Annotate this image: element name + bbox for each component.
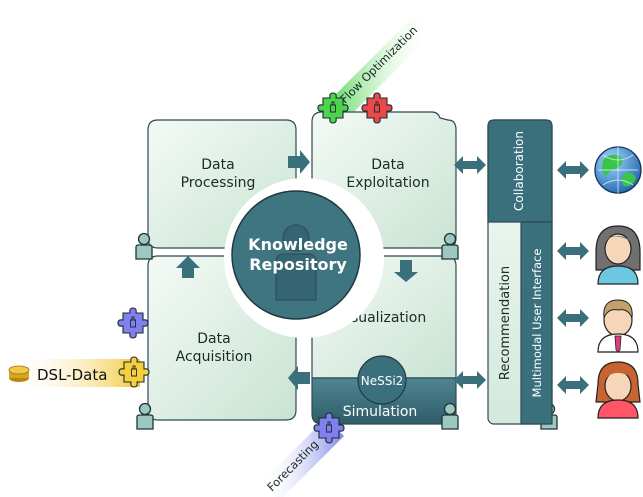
recommendation-label: Recommendation: [498, 266, 513, 380]
puzzle-piece-icon: [313, 412, 345, 444]
collaboration-label: Collaboration: [512, 131, 526, 211]
dsl-data-label: DSL-Data: [37, 366, 107, 384]
puzzle-piece-icon: [117, 307, 149, 339]
repository-person-icon: [275, 224, 317, 301]
right-panel: Collaboration Recommendation Multimodal …: [487, 119, 553, 425]
double-arrow: [557, 376, 589, 394]
processing-to-exploitation-arrow: [288, 150, 310, 174]
double-arrow: [454, 371, 486, 389]
dsl-data-tag: DSL-Data: [8, 359, 140, 387]
exploitation-to-visualization-arrow: [394, 260, 418, 282]
user-male-icon: [597, 299, 639, 353]
double-arrow: [557, 161, 589, 179]
nessi2-label: NeSSi2: [361, 374, 404, 388]
nessi2-badge: NeSSi2: [357, 355, 407, 405]
double-arrow: [557, 309, 589, 327]
double-arrow: [557, 242, 589, 260]
globe-icon: [594, 146, 642, 194]
person-icon: [441, 232, 459, 260]
puzzle-piece-icon: [118, 356, 150, 388]
database-icon: [8, 365, 30, 382]
puzzle-piece-icon: [361, 92, 393, 124]
double-arrow: [454, 156, 486, 174]
person-icon: [136, 402, 154, 430]
puzzle-piece-icon: [317, 92, 349, 124]
visualization-to-acquisition-arrow: [288, 366, 310, 390]
person-icon: [135, 232, 153, 260]
multimodal-user-interface-label: Multimodal User Interface: [530, 249, 544, 398]
acquisition-to-processing-arrow: [176, 256, 200, 278]
simulation-label: Simulation: [343, 404, 418, 420]
person-icon: [441, 402, 459, 430]
user-female-icon: [595, 361, 641, 419]
user-female-icon: [595, 225, 641, 285]
